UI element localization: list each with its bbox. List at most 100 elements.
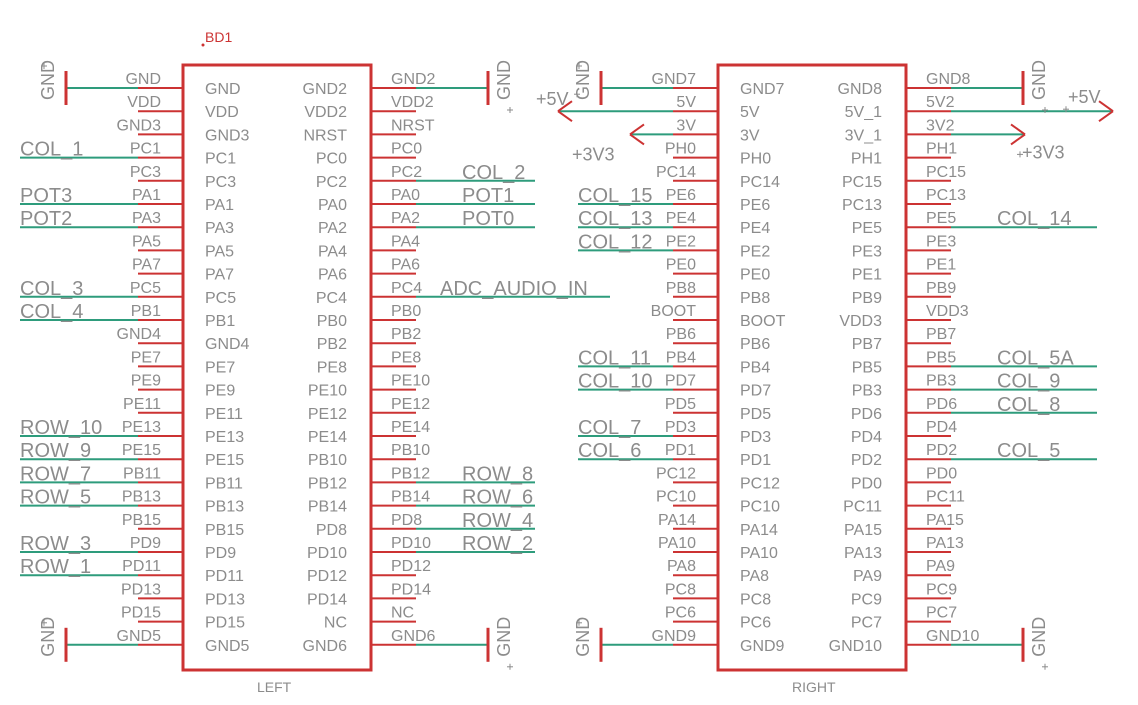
- pin-name: PA1: [205, 197, 234, 214]
- pad-label: PB15: [122, 512, 161, 529]
- net-label: ROW_3: [20, 533, 91, 555]
- pad-label: PE12: [391, 396, 430, 413]
- pin-name: PH1: [851, 151, 882, 168]
- pin-name: PD3: [740, 429, 771, 446]
- net-label: POT2: [20, 208, 72, 230]
- pad-label: PC6: [665, 605, 696, 622]
- supply-arrow: [1098, 100, 1114, 113]
- pin-name: PB1: [205, 313, 235, 330]
- pin-name: 5V_1: [845, 104, 882, 121]
- pin-name: PE14: [308, 429, 347, 446]
- pin-name: PC12: [740, 475, 780, 492]
- pin-name: NC: [324, 615, 347, 632]
- pad-label: PE3: [926, 233, 956, 250]
- pad-label: PB5: [926, 349, 956, 366]
- pad-label: PB1: [131, 303, 161, 320]
- pin-name: PC15: [842, 174, 882, 191]
- pin-name: PB14: [308, 499, 347, 516]
- pin-name: PC2: [316, 174, 347, 191]
- pin-name: PB4: [740, 359, 770, 376]
- pin-name: PA6: [318, 267, 347, 284]
- net-label: COL_1: [20, 139, 83, 161]
- pin-name: PE6: [740, 197, 770, 214]
- net-label: POT1: [462, 185, 514, 207]
- pad-label: PE5: [926, 210, 956, 227]
- pin-name: PD5: [740, 406, 771, 423]
- pad-label: GND8: [926, 71, 971, 88]
- pad-label: PA8: [667, 558, 696, 575]
- pad-label: PB4: [666, 349, 696, 366]
- pin-name: PC8: [740, 591, 771, 608]
- net-label: COL_4: [20, 301, 83, 323]
- net-label: COL_9: [997, 371, 1060, 393]
- gnd-label: GND: [38, 60, 58, 100]
- pad-label: PC10: [656, 489, 696, 506]
- pad-label: GND10: [926, 628, 979, 645]
- pad-label: PA15: [926, 512, 964, 529]
- pad-label: PC13: [926, 187, 966, 204]
- net-label: ADC_AUDIO_IN: [440, 278, 588, 300]
- pin-name: PC5: [205, 290, 236, 307]
- pin-name: PD4: [851, 429, 882, 446]
- body-layer: [64, 63, 1114, 672]
- net-label: ROW_2: [462, 533, 533, 555]
- pin-name: PE8: [317, 359, 347, 376]
- pad-label: NRST: [391, 117, 435, 134]
- pad-label: PA9: [926, 558, 955, 575]
- net-label: COL_10: [578, 371, 653, 393]
- pin-name: PA10: [740, 545, 778, 562]
- pin-name: PC7: [851, 615, 882, 632]
- pin-name: 3V: [740, 127, 760, 144]
- pin-name: GND: [205, 81, 241, 98]
- pad-label: PD1: [665, 442, 696, 459]
- pad-label: VDD3: [926, 303, 969, 320]
- pin-name: PE11: [205, 406, 243, 423]
- supply-arrow: [1010, 123, 1026, 136]
- pin-name: PC4: [316, 290, 347, 307]
- pad-label: PC5: [130, 280, 161, 297]
- pad-label: PD6: [926, 396, 957, 413]
- pad-label: PD3: [665, 419, 696, 436]
- pad-label: PC9: [926, 581, 957, 598]
- pad-label: PC0: [391, 141, 422, 158]
- pad-label: PD4: [926, 419, 957, 436]
- supply-arrow: [1098, 110, 1114, 123]
- pad-label: PB12: [391, 465, 430, 482]
- pad-label: PB10: [391, 442, 430, 459]
- pad-label: PB13: [122, 489, 161, 506]
- net-label: COL_5: [997, 440, 1060, 462]
- pad-label: PC11: [926, 489, 965, 506]
- pin-name: PD7: [740, 383, 771, 400]
- pad-label: PD13: [121, 581, 161, 598]
- pad-label: PH1: [926, 141, 957, 158]
- pin-name: PE7: [205, 359, 235, 376]
- net-label: ROW_1: [20, 556, 91, 578]
- pad-label: PB2: [391, 326, 421, 343]
- pin-name: PE1: [852, 267, 882, 284]
- pad-label: PA3: [132, 210, 161, 227]
- pad-label: 3V2: [926, 117, 955, 134]
- pin-name: PD1: [740, 452, 771, 469]
- pin-name: PC0: [316, 151, 347, 168]
- pad-label: PC8: [665, 581, 696, 598]
- pad-label: PC15: [926, 164, 966, 181]
- right-header-label: RIGHT: [792, 679, 836, 695]
- pin-name: GND8: [838, 81, 883, 98]
- pad-label: PE1: [926, 257, 956, 274]
- pin-name: PB3: [852, 383, 882, 400]
- net-label: COL_8: [997, 394, 1060, 416]
- pin-name: PA9: [853, 568, 882, 585]
- pin-name: PE12: [308, 406, 347, 423]
- pad-label: PA1: [132, 187, 161, 204]
- net-label: ROW_5: [20, 487, 91, 509]
- pad-label: PB8: [666, 280, 696, 297]
- pad-label: PB9: [926, 280, 956, 297]
- net-label: ROW_8: [462, 463, 533, 485]
- pin-name: PB9: [852, 290, 882, 307]
- supply-arrow: [629, 133, 645, 146]
- pad-label: PB11: [123, 465, 161, 482]
- pad-label: PA6: [391, 257, 420, 274]
- pad-label: PA7: [132, 257, 161, 274]
- pad-label: PD8: [391, 512, 422, 529]
